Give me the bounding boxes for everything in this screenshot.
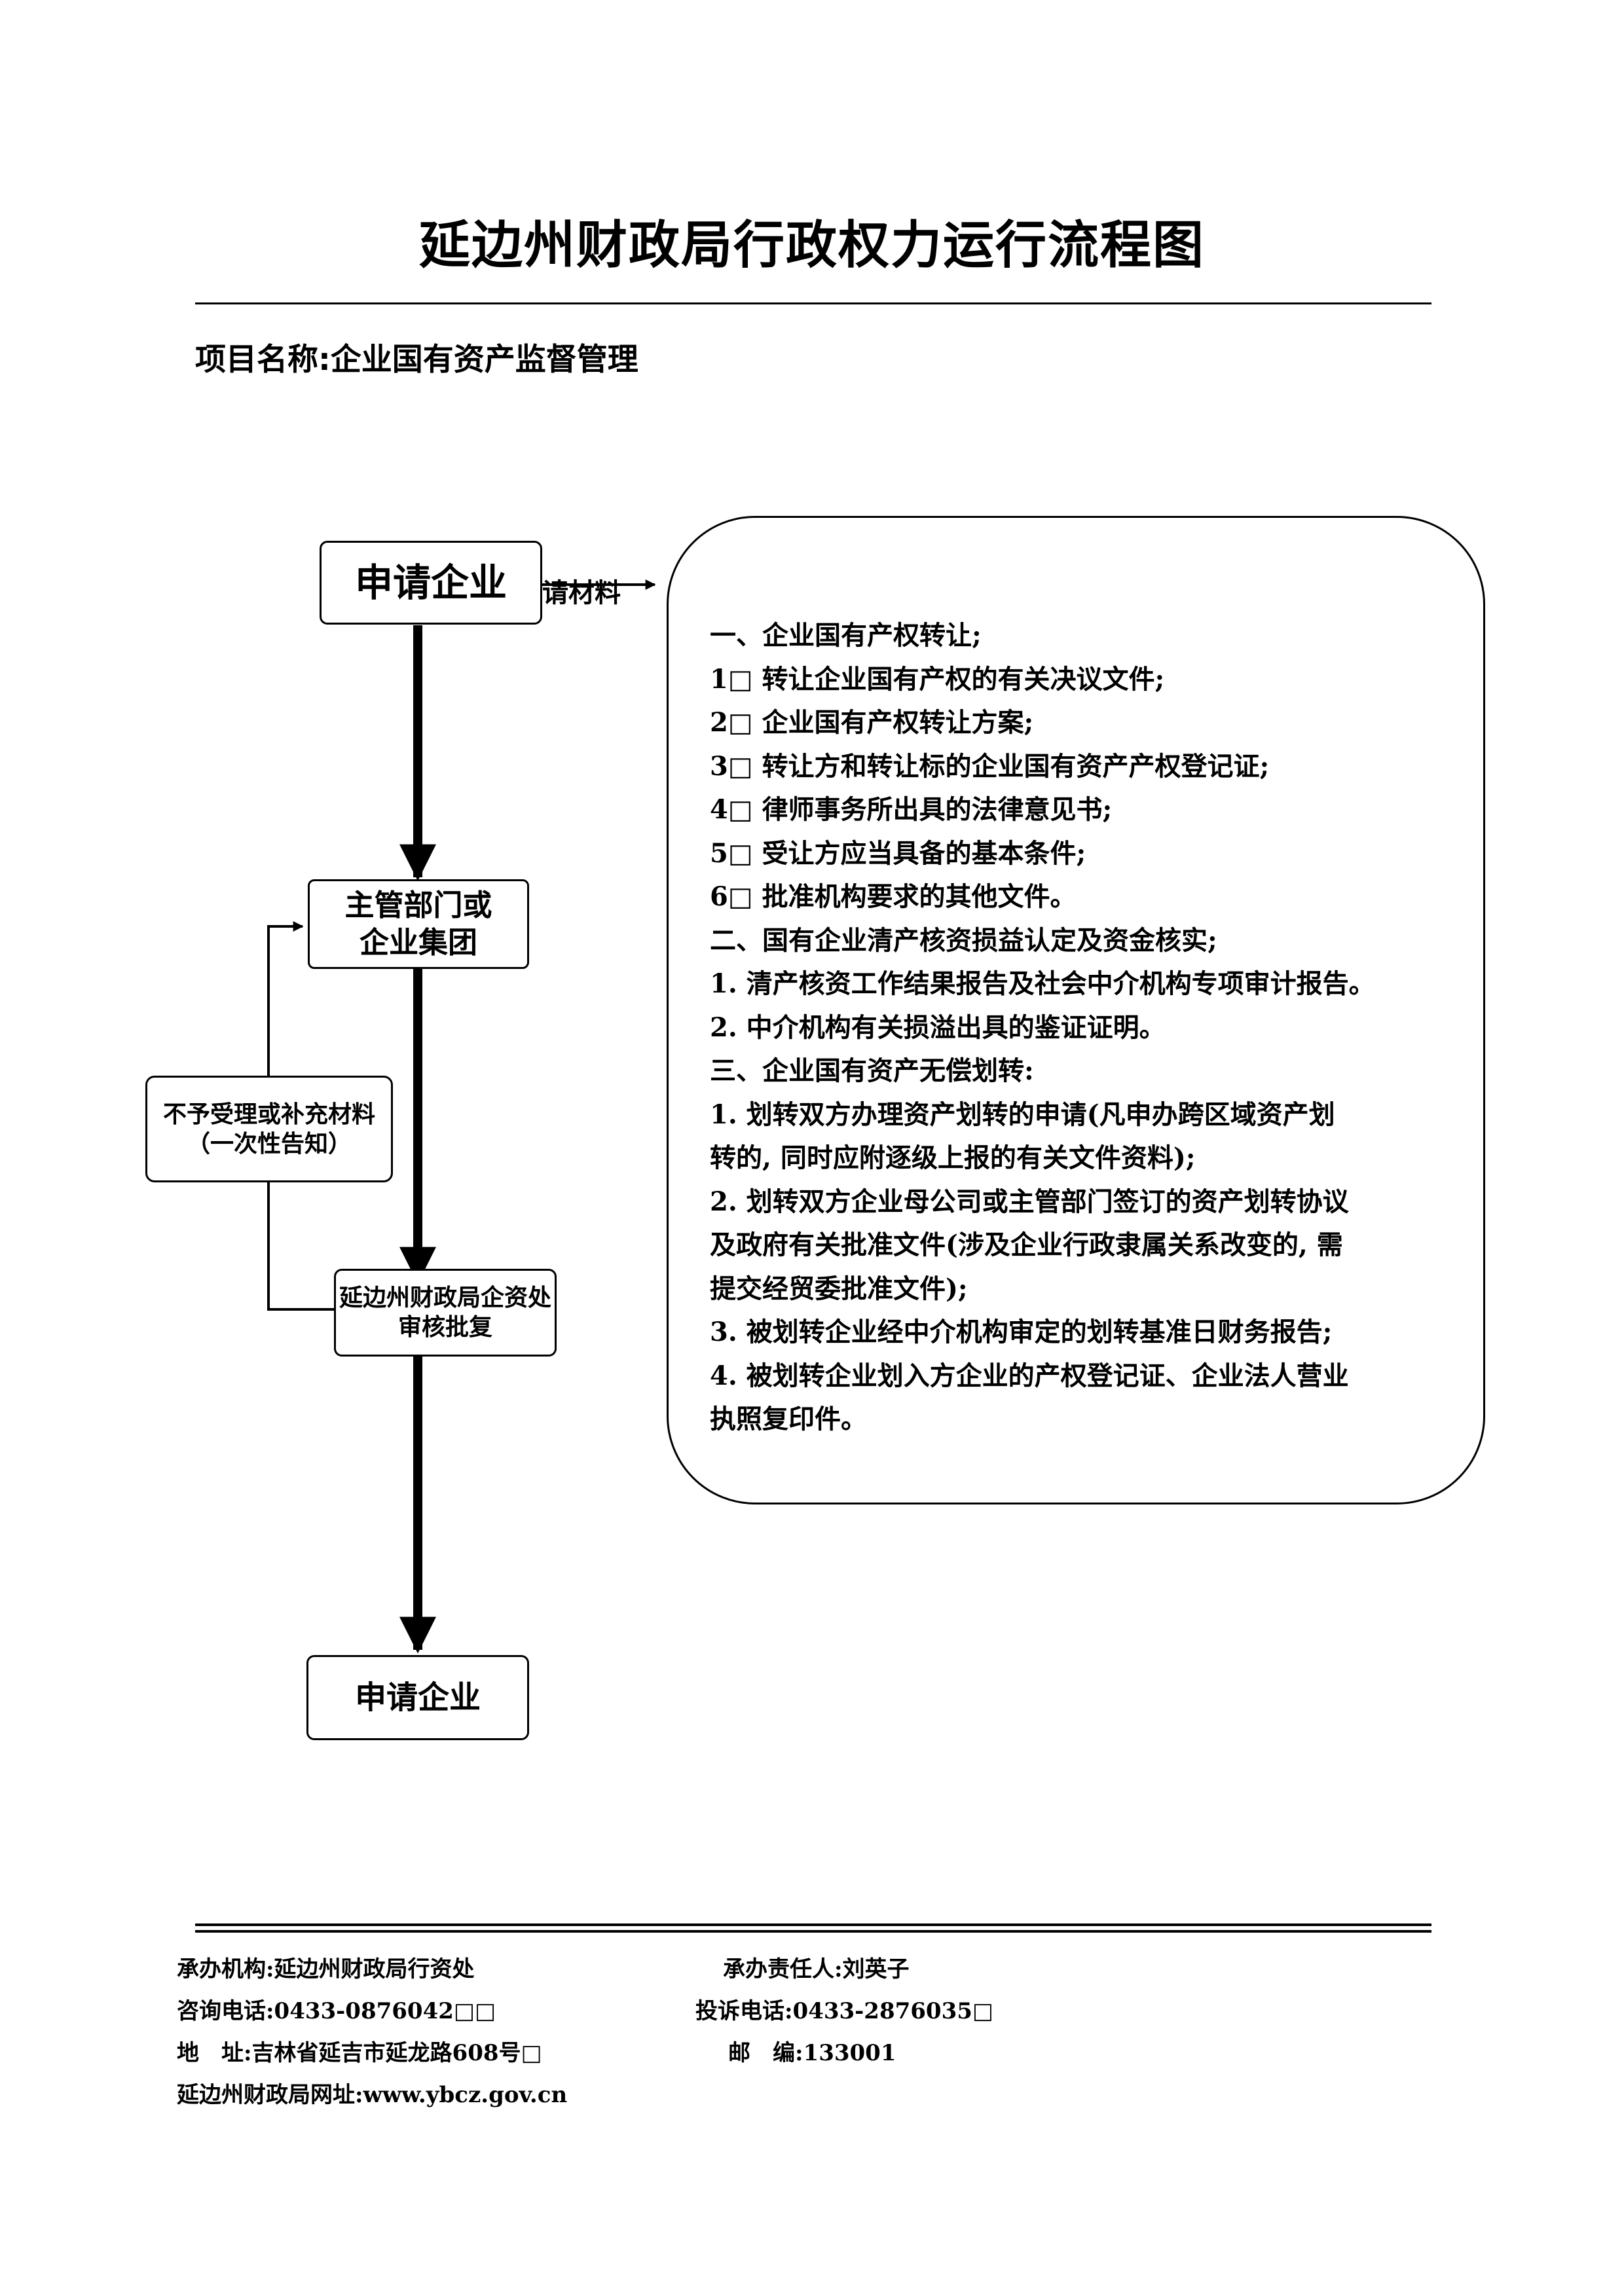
footer-complaint: 投诉电话:0433-2876035□ bbox=[695, 1998, 994, 2024]
requirement-item: 一、企业国有产权转让; bbox=[710, 620, 982, 651]
arrow-label: 请材料 bbox=[542, 578, 621, 608]
requirements-list: 一、企业国有产权转让; 1□ 转让企业国有产权的有关决议文件; 2□ 企业国有产… bbox=[710, 614, 1463, 1442]
end-node-label: 申请企业 bbox=[354, 1679, 481, 1716]
footer-website: 延边州财政局网址:www.ybcz.gov.cn bbox=[177, 2082, 568, 2108]
footer-address: 地 址:吉林省延吉市延龙路608号□ bbox=[177, 2040, 542, 2066]
requirement-item: 2. 中介机构有关损溢出具的鉴证证明。 bbox=[710, 1011, 1166, 1043]
footer-divider-bottom bbox=[195, 1930, 1431, 1933]
requirement-item: 执照复印件。 bbox=[710, 1404, 867, 1434]
requirement-item: 4□ 律师事务所出具的法律意见书; bbox=[710, 794, 1113, 825]
footer-phone: 咨询电话:0433-0876042□□ bbox=[177, 1998, 496, 2024]
footer-divider-top bbox=[195, 1923, 1431, 1926]
project-name: 项目名称:企业国有资产监督管理 bbox=[195, 342, 638, 378]
start-node-label: 申请企业 bbox=[354, 560, 507, 605]
requirement-item: 3. 被划转企业经中介机构审定的划转基准日财务报告; bbox=[710, 1317, 1333, 1347]
requirement-item: 1. 清产核资工作结果报告及社会中介机构专项审计报告。 bbox=[710, 968, 1375, 999]
requirement-item: 三、企业国有资产无偿划转: bbox=[710, 1055, 1034, 1086]
page-title: 延边州财政局行政权力运行流程图 bbox=[418, 215, 1205, 275]
start-node: 申请企业 bbox=[320, 541, 542, 625]
dept-node-line1: 主管部门或 bbox=[344, 888, 492, 923]
footer-person: 承办责任人:刘英子 bbox=[723, 1956, 910, 1982]
title-divider bbox=[195, 302, 1431, 304]
return-node-line2: （一次性告知） bbox=[186, 1130, 352, 1157]
requirement-item: 及政府有关批准文件(涉及企业行政隶属关系改变的, 需 bbox=[710, 1230, 1343, 1260]
requirement-item: 6□ 批准机构要求的其他文件。 bbox=[710, 881, 1077, 912]
requirement-item: 转的, 同时应附逐级上报的有关文件资料); bbox=[710, 1142, 1196, 1173]
review-node-line1: 延边州财政局企资处 bbox=[339, 1285, 551, 1311]
requirement-item: 1□ 转让企业国有产权的有关决议文件; bbox=[710, 663, 1165, 695]
requirement-item: 1. 划转双方办理资产划转的申请(凡申办跨区域资产划 bbox=[710, 1099, 1335, 1130]
review-node-line2: 审核批复 bbox=[397, 1314, 492, 1341]
requirement-item: 提交经贸委批准文件); bbox=[710, 1273, 968, 1304]
dept-node: 主管部门或 企业集团 bbox=[308, 879, 529, 969]
requirement-item: 3□ 转让方和转让标的企业国有资产产权登记证; bbox=[710, 750, 1270, 782]
review-node: 延边州财政局企资处 审核批复 bbox=[334, 1269, 557, 1357]
footer-postcode: 邮 编:133001 bbox=[728, 2040, 896, 2066]
dept-node-line2: 企业集团 bbox=[359, 924, 477, 960]
return-node: 不予受理或补充材料 （一次性告知） bbox=[145, 1076, 393, 1182]
return-node-line1: 不予受理或补充材料 bbox=[162, 1101, 375, 1128]
end-node: 申请企业 bbox=[306, 1655, 529, 1740]
requirement-item: 二、国有企业清产核资损益认定及资金核实; bbox=[710, 924, 1217, 956]
requirement-item: 4. 被划转企业划入方企业的产权登记证、企业法人营业 bbox=[710, 1360, 1349, 1391]
requirement-item: 5□ 受让方应当具备的基本条件; bbox=[710, 837, 1086, 869]
footer-org: 承办机构:延边州财政局行资处 bbox=[177, 1956, 475, 1982]
requirement-item: 2. 划转双方企业母公司或主管部门签订的资产划转协议 bbox=[710, 1186, 1349, 1217]
materials-box bbox=[667, 516, 1485, 1504]
requirement-item: 2□ 企业国有产权转让方案; bbox=[710, 707, 1034, 738]
